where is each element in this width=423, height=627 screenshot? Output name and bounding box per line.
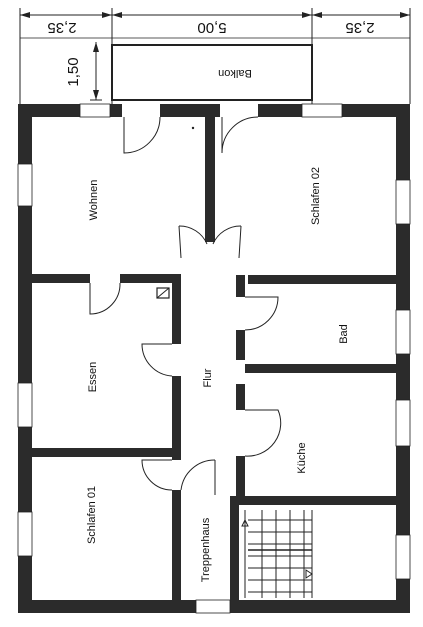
mark-dot [191, 126, 195, 130]
dimension-balcony-depth: 1,50 [65, 57, 82, 86]
room-label-bedroom-1: Schlafen 01 [86, 486, 98, 544]
stairs [244, 510, 313, 598]
balcony [111, 44, 313, 101]
room-label-stairwell: Treppenhaus [200, 517, 212, 582]
room-label-kitchen: Küche [296, 442, 308, 473]
dimension-ticks [20, 12, 410, 100]
door-swings [89, 225, 282, 495]
room-label-living: Wohnen [88, 180, 100, 221]
balcony-doors [122, 104, 259, 154]
dimension-middle-width: 5,00 [197, 19, 226, 36]
room-label-balcony: Balkon [218, 67, 252, 79]
room-label-bath: Bad [338, 324, 350, 344]
room-label-bedroom-2: Schlafen 02 [310, 167, 322, 225]
windows [17, 103, 411, 614]
room-label-hallway: Flur [202, 368, 214, 387]
dimension-left-width: 2,35 [47, 19, 76, 36]
room-label-dining: Essen [87, 362, 99, 393]
interior-walls [32, 117, 396, 600]
stair-direction-arrows [241, 518, 313, 579]
dimension-right-width: 2,35 [345, 19, 374, 36]
